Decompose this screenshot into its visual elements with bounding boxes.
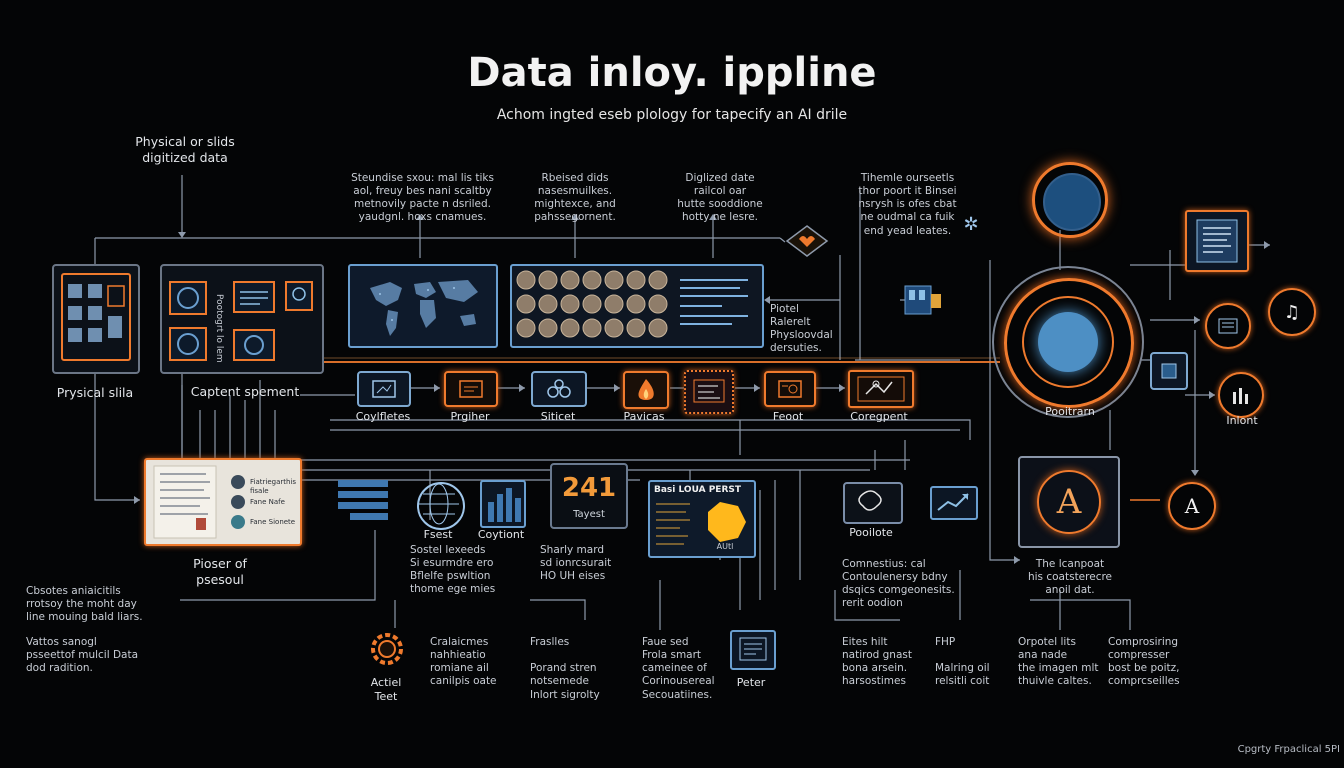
- processor-chip-icon[interactable]: [1150, 352, 1188, 390]
- note-b3: Faue sed Frola smart cameinee of Corinou…: [642, 636, 715, 701]
- note-top-4: Tihemle ourseetls thor poort it Binsei n…: [858, 172, 957, 237]
- sample-grid-icon: [516, 270, 748, 338]
- label-paper: Pioser of psesoul: [193, 556, 247, 587]
- report-panel-body-icon: [656, 502, 746, 545]
- capture-panel[interactable]: Pootogrt lo lem: [160, 264, 324, 374]
- page-subtitle: Achom ingted eseb plology for tapecify a…: [496, 107, 848, 123]
- status-ring-core: [1043, 173, 1101, 231]
- step-1-icon[interactable]: [357, 371, 411, 407]
- document-panel[interactable]: [1185, 210, 1249, 272]
- note-bottom-left-1: Cbsotes aniaicitils rrotsoy the moht day…: [26, 585, 143, 624]
- slide-collage-icon: [61, 273, 131, 361]
- report-panel[interactable]: Basi LOUA PERST AUtl: [648, 480, 756, 558]
- heart-handshake-icon[interactable]: [785, 224, 829, 258]
- note-mid-right: Piotel Ralerelt Physloovdal dersuties.: [770, 303, 833, 355]
- slide-collage[interactable]: [52, 264, 140, 374]
- label-paper-icon: Peter: [736, 676, 766, 689]
- capture-tiles-icon: [169, 281, 313, 361]
- label-globe: Fsest: [423, 528, 453, 541]
- note-top-2: Rbeised dids nasesmuilkes. mightexce, an…: [534, 172, 616, 224]
- status-ring-top[interactable]: [1032, 162, 1108, 238]
- step-5-icon[interactable]: [764, 371, 816, 407]
- note-top-1: Steundise sxou: mal lis tiks aol, freuy …: [351, 172, 494, 224]
- paper-doc-entry-3: Fane Sionete: [250, 518, 296, 526]
- label-feature: Pooilote: [849, 526, 893, 539]
- central-hub[interactable]: [992, 266, 1144, 418]
- label-step-5: Feoot: [772, 410, 804, 423]
- note-b1: Cralaicmes nahhieatio romiane ail canilp…: [430, 636, 497, 688]
- music-note-icon[interactable]: ♫: [1268, 288, 1316, 336]
- world-map-panel[interactable]: [348, 264, 498, 348]
- label-step-6: Coregpent: [850, 410, 908, 423]
- paper-doc-entry-2: Fane Nafe: [250, 498, 285, 506]
- gear-badge-icon[interactable]: [366, 628, 408, 670]
- column-chart-icon[interactable]: [480, 480, 526, 528]
- paper-document-icon: [153, 465, 245, 539]
- label-step-3: Siticet: [540, 410, 576, 423]
- feature-icon-box[interactable]: [843, 482, 903, 524]
- page-title: Data inloy. ippline: [467, 50, 877, 96]
- gear-icon[interactable]: ✲: [963, 213, 979, 235]
- globe-icon[interactable]: [417, 482, 465, 530]
- note-b2: Fraslles Porand stren notsemede Inlort s…: [530, 636, 600, 701]
- bar-chart-icon[interactable]: [1218, 372, 1264, 418]
- label-actual: Actiel Teet: [370, 676, 402, 703]
- counter-card[interactable]: 241 Tayest: [550, 463, 628, 529]
- note-b4: Eites hilt natirod gnast bona arsein. ha…: [842, 636, 912, 688]
- world-map-icon: [370, 280, 478, 336]
- paper-icon[interactable]: [730, 630, 776, 670]
- hub-ring-inner: [1022, 296, 1114, 388]
- sd-card-icon[interactable]: [903, 282, 943, 318]
- ai-letter-small-icon[interactable]: A: [1168, 482, 1216, 530]
- label-capture: Captent spement: [190, 384, 300, 399]
- label-center: Pooitrarn: [1045, 405, 1095, 418]
- note-bottom-left-2: Vattos sanogl psseettof mulcil Data dod …: [26, 636, 139, 675]
- report-panel-header: Basi LOUA PERST: [654, 485, 741, 495]
- note-b7: Comprosiring compresser bost be poitz, c…: [1108, 636, 1180, 688]
- report-panel-footer: AUtl: [716, 542, 734, 551]
- note-b6: Orpotel lits ana nade the imagen mlt thu…: [1018, 636, 1099, 688]
- ai-letter-panel[interactable]: A: [1018, 456, 1120, 548]
- note-top-left: Physical or slids digitized data: [135, 134, 235, 165]
- counter-label: Tayest: [573, 509, 605, 520]
- list-doc-icon[interactable]: [1205, 303, 1251, 349]
- hub-core: [1038, 312, 1098, 372]
- sample-grid-panel[interactable]: [510, 264, 764, 348]
- paper-doc-entry-1: Fiatriegarthis fisale: [250, 478, 297, 495]
- trend-chart-icon[interactable]: [930, 486, 978, 520]
- note-top-3: Diglized date railcol oar hutte sooddion…: [677, 172, 763, 224]
- stack-layers-icon[interactable]: [336, 478, 392, 520]
- label-right-out: Inlont: [1226, 414, 1258, 427]
- note-mid-1: Sostel lexeeds Si esurmdre ero Bflelfe p…: [410, 544, 496, 596]
- note-mid-3: Comnestius: cal Contoulenersy bdny dsqic…: [842, 558, 955, 610]
- label-step-4: Pavicas: [623, 410, 665, 423]
- step-photo-icon[interactable]: [684, 370, 734, 414]
- label-physical-slide: Prysical slila: [56, 385, 134, 400]
- step-6-icon[interactable]: [848, 370, 914, 408]
- label-chart: Coytiont: [477, 528, 525, 541]
- footer-credit: Cpgrty Frpaclical 5PI: [1237, 744, 1340, 755]
- capture-box-caption: Pootogrt lo lem: [214, 293, 224, 363]
- note-mid-2: Sharly mard sd ionrcsurait HO UH eises: [540, 544, 612, 583]
- document-icon: [1196, 219, 1238, 263]
- hub-ring-outer: [1004, 278, 1134, 408]
- ai-letter-icon: A: [1037, 470, 1101, 534]
- label-step-1: Coylfletes: [355, 410, 411, 423]
- step-3-icon[interactable]: [531, 371, 587, 407]
- label-step-2: Prgiher: [450, 410, 490, 423]
- flame-icon[interactable]: [623, 371, 669, 409]
- note-b5: FHP Malring oil relsitli coit: [935, 636, 990, 688]
- note-mid-4: The lcanpoat his coatsterecre anoil dat.: [1027, 558, 1113, 597]
- counter-value: 241: [561, 473, 617, 503]
- paper-document[interactable]: Fiatriegarthis fisale Fane Nafe Fane Sio…: [144, 458, 302, 546]
- step-2-icon[interactable]: [444, 371, 498, 407]
